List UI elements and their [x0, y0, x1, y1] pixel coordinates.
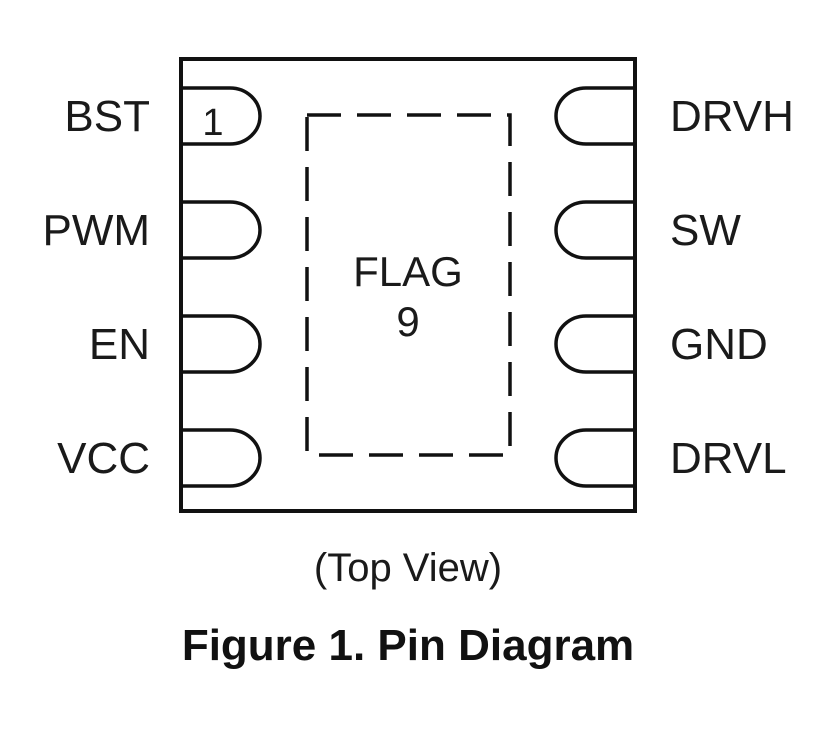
pin-label-sw: SW — [670, 206, 741, 255]
pin-label-pwm: PWM — [42, 206, 150, 255]
pin-label-bst: BST — [64, 92, 150, 141]
package-outline — [179, 57, 637, 513]
right-pin-pad-5 — [554, 428, 635, 488]
right-pin-pad-7 — [554, 200, 635, 260]
right-pin-pad-6 — [554, 314, 635, 374]
pin-label-drvh: DRVH — [670, 92, 794, 141]
pin-label-vcc: VCC — [57, 434, 150, 483]
left-pin-pad-2 — [181, 200, 262, 260]
right-pin-pad-8 — [554, 86, 635, 146]
flag-number: 9 — [396, 298, 419, 345]
pin-1-marker: 1 — [202, 102, 223, 144]
flag-label: FLAG — [353, 248, 463, 295]
pin-label-drvl: DRVL — [670, 434, 787, 483]
pin-label-gnd: GND — [670, 320, 768, 369]
view-label: (Top View) — [314, 546, 502, 590]
pin-label-en: EN — [89, 320, 150, 369]
left-pin-pad-1 — [181, 86, 262, 146]
left-pin-pad-3 — [181, 314, 262, 374]
exposed-flag-pad — [305, 113, 512, 457]
left-pin-pad-4 — [181, 428, 262, 488]
figure-caption: Figure 1. Pin Diagram — [182, 621, 634, 670]
